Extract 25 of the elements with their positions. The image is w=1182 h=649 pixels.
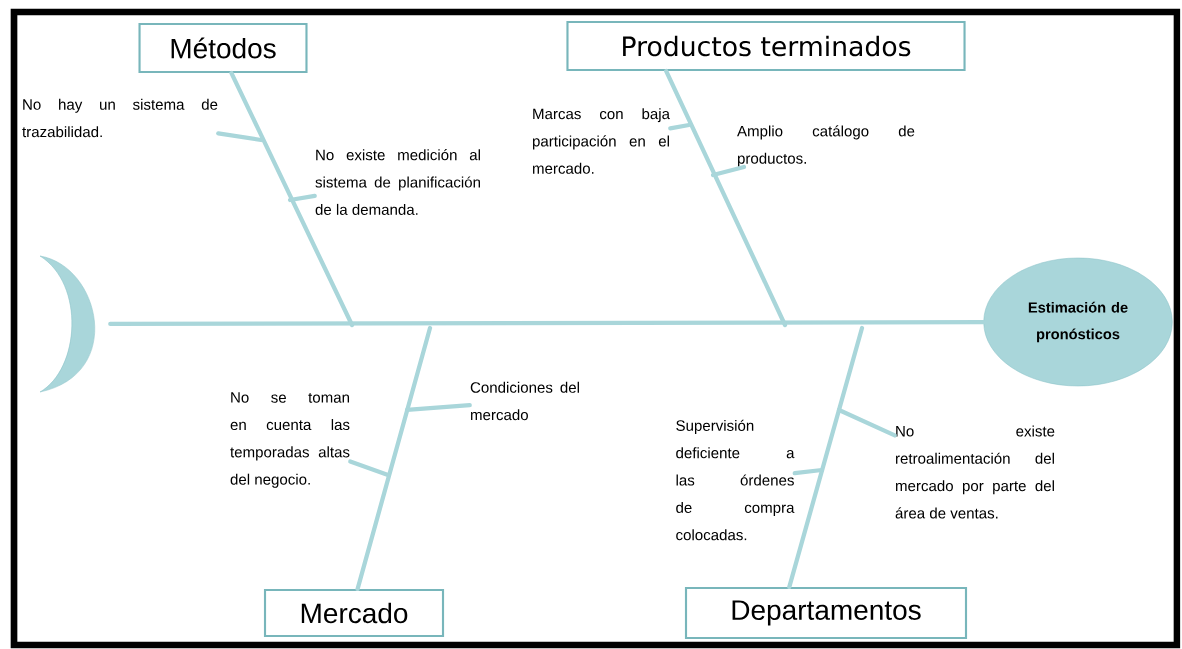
bone [355,325,433,592]
cause-text: Marcas con baja participación en el mercado. [532,108,670,174]
bone [229,70,355,328]
cause-text: No hay un sistema de trazabilidad. [22,98,218,138]
branch-line [216,131,264,143]
branch-line [348,459,391,478]
cause-text: No existe medición al sistema de planificación de la demanda. [315,149,480,215]
branch-line [287,193,317,203]
cause-text: No existe retroalimentación del mercado por parte del área de ventas. [895,425,1055,519]
cause-text: Amplio catálogo de productos. [737,125,915,167]
category-box: Departamentos [684,586,968,640]
branch-line [836,407,897,438]
branch-line [668,122,692,131]
cause-text: Supervisión deficiente a las órdenes de compra colocadas. [676,419,795,541]
branch-line [710,164,747,178]
category-box: Mercado [263,588,445,638]
branch-line [404,403,472,413]
spine [108,320,986,327]
category-box: Productos terminados [566,20,966,72]
tail-crescent [39,255,95,393]
category-box: Métodos [138,22,308,74]
cause-text: Condiciones del mercado [470,381,579,421]
bone [664,68,788,328]
bone [787,325,865,590]
cause-text: No se toman en cuenta las temporadas altas del negocio. [230,392,350,488]
